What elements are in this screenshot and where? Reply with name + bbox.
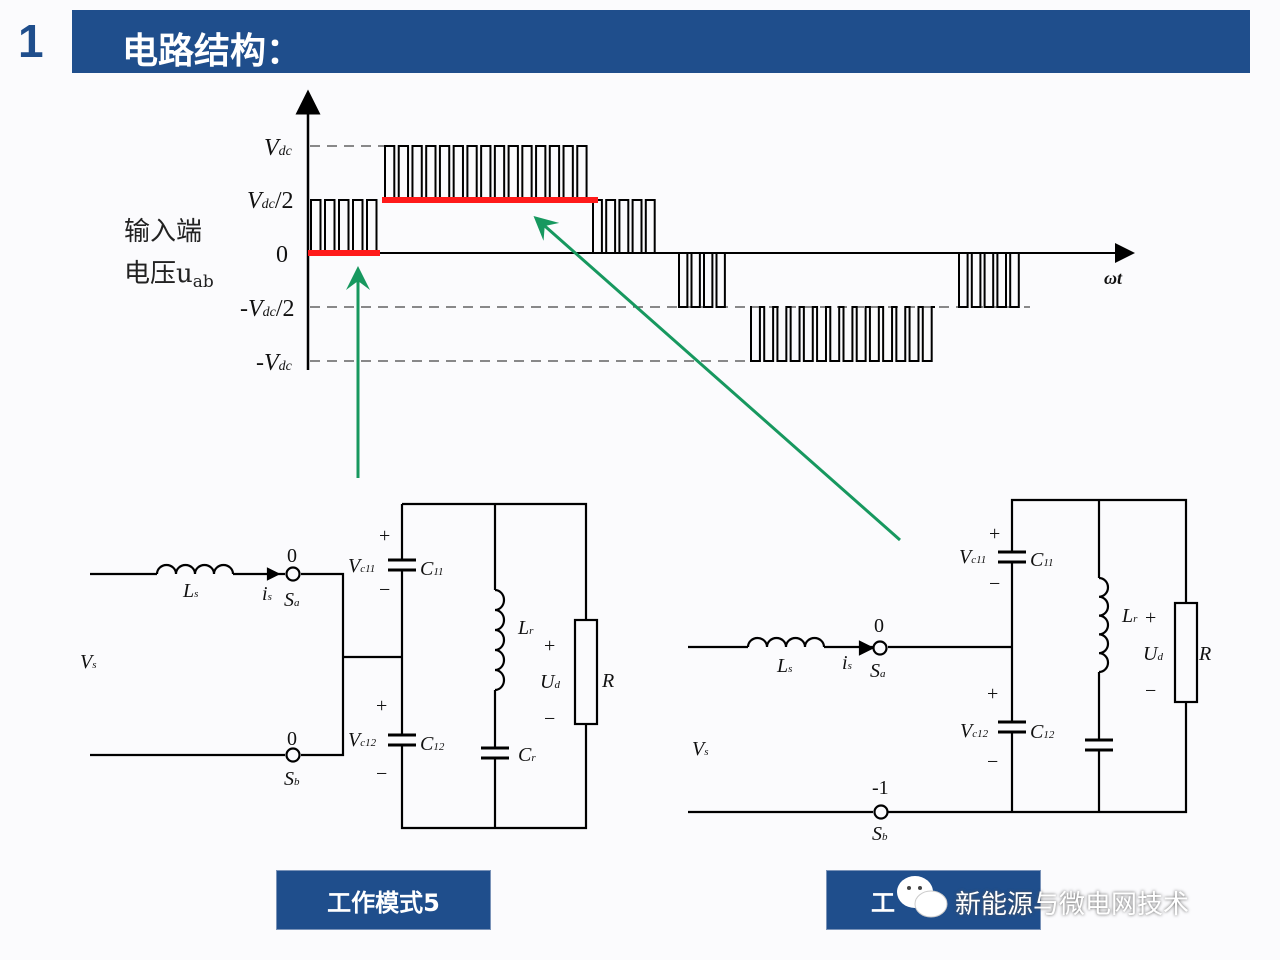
circuit-mode6 bbox=[688, 498, 1199, 820]
level-neg-vdc: -Vdc bbox=[256, 350, 293, 376]
level-vdc: Vdc bbox=[264, 135, 293, 161]
minus: − bbox=[376, 763, 387, 785]
y-axis-label-line1: 输入端 bbox=[124, 217, 202, 247]
label-ls: Ls bbox=[182, 580, 198, 602]
plus: + bbox=[379, 525, 390, 547]
pulse-train bbox=[958, 252, 1022, 308]
label-vc12: Vc12 bbox=[348, 729, 377, 751]
label-sa: Sa bbox=[284, 589, 300, 611]
sa-state: 0 bbox=[287, 545, 297, 567]
minus: − bbox=[379, 579, 390, 601]
label-c11: C11 bbox=[1030, 549, 1054, 571]
label-r: R bbox=[1198, 643, 1211, 665]
switch-sa bbox=[872, 640, 888, 656]
pulse-train bbox=[678, 252, 728, 308]
page-title: 电路结构： bbox=[122, 31, 303, 72]
label-lr: Lr bbox=[517, 617, 534, 639]
label-sb: Sb bbox=[872, 823, 888, 845]
sb-state: 0 bbox=[287, 728, 297, 750]
label-is: is bbox=[262, 583, 272, 605]
inductor-ls bbox=[155, 563, 235, 575]
capacitors bbox=[998, 550, 1113, 752]
minus: − bbox=[987, 751, 998, 773]
level-neg-vdc-half: -Vdc/2 bbox=[240, 296, 295, 322]
label-ls: Ls bbox=[776, 655, 792, 677]
label-is: is bbox=[842, 652, 852, 674]
minus: − bbox=[1145, 680, 1156, 702]
sb-state: -1 bbox=[872, 777, 889, 799]
watermark: 新能源与微电网技术 bbox=[955, 890, 1190, 920]
mode6-button-label: 工 bbox=[871, 888, 895, 917]
level-vdc-half: Vdc/2 bbox=[247, 188, 294, 214]
plus: + bbox=[1145, 607, 1156, 629]
label-r: R bbox=[601, 670, 614, 692]
title-bar: 电路结构： bbox=[72, 10, 1250, 73]
circuit-mode5 bbox=[90, 502, 599, 830]
label-ud: Ud bbox=[540, 671, 560, 693]
resistor-r bbox=[1173, 601, 1199, 704]
sa-state: 0 bbox=[874, 615, 884, 637]
waveform: Vdc Vdc/2 0 -Vdc/2 -Vdc 输入端 电压uab ωt bbox=[124, 89, 1135, 542]
circuit-mode5-labels: 0 0 Ls is Sa Sb Vs + − Vc11 C11 + − Vc12… bbox=[80, 525, 614, 790]
inductor-ls bbox=[746, 636, 826, 648]
label-sa: Sa bbox=[870, 660, 886, 682]
y-axis-label-line2: 电压uab bbox=[124, 259, 214, 292]
label-lr: Lr bbox=[1121, 605, 1138, 627]
label-vs: Vs bbox=[80, 651, 97, 673]
level-zero: 0 bbox=[276, 242, 288, 268]
pulse-train bbox=[384, 145, 590, 201]
switch-sb bbox=[873, 804, 889, 820]
label-ud: Ud bbox=[1143, 643, 1163, 665]
label-vc11: Vc11 bbox=[348, 555, 375, 577]
capacitors bbox=[388, 558, 509, 760]
wechat-icon bbox=[897, 876, 948, 918]
pulse-train bbox=[750, 306, 935, 362]
inductor-lr bbox=[1098, 576, 1110, 674]
label-vc11: Vc11 bbox=[959, 546, 986, 568]
switch-sa bbox=[285, 566, 301, 582]
label-c12: C12 bbox=[1030, 721, 1055, 743]
label-cr: Cr bbox=[518, 744, 536, 766]
current-arrow bbox=[266, 567, 281, 581]
inductor-lr bbox=[494, 588, 506, 692]
current-arrow bbox=[858, 640, 875, 656]
minus: − bbox=[544, 708, 555, 730]
plus: + bbox=[376, 695, 387, 717]
label-c11: C11 bbox=[420, 558, 444, 580]
minus: − bbox=[989, 573, 1000, 595]
section-number: 1 bbox=[18, 15, 44, 67]
plus: + bbox=[544, 635, 555, 657]
plus: + bbox=[987, 683, 998, 705]
label-vc12: Vc12 bbox=[960, 720, 989, 742]
resistor-r bbox=[573, 618, 599, 726]
pwm-pulses bbox=[310, 145, 1022, 362]
label-sb: Sb bbox=[284, 768, 300, 790]
circuit-mode6-labels: 0 -1 Ls is Sa Sb Vs + − Vc11 C11 + − Vc1… bbox=[692, 523, 1211, 845]
label-c12: C12 bbox=[420, 733, 445, 755]
pulse-train bbox=[310, 199, 380, 254]
plus: + bbox=[989, 523, 1000, 545]
pointer-arrow-mode6 bbox=[533, 216, 901, 542]
mode5-button[interactable]: 工作模式5 bbox=[276, 870, 491, 930]
x-axis-label: ωt bbox=[1104, 268, 1123, 288]
pulse-train bbox=[592, 199, 658, 254]
label-vs: Vs bbox=[692, 738, 709, 760]
switch-sb bbox=[285, 747, 301, 763]
